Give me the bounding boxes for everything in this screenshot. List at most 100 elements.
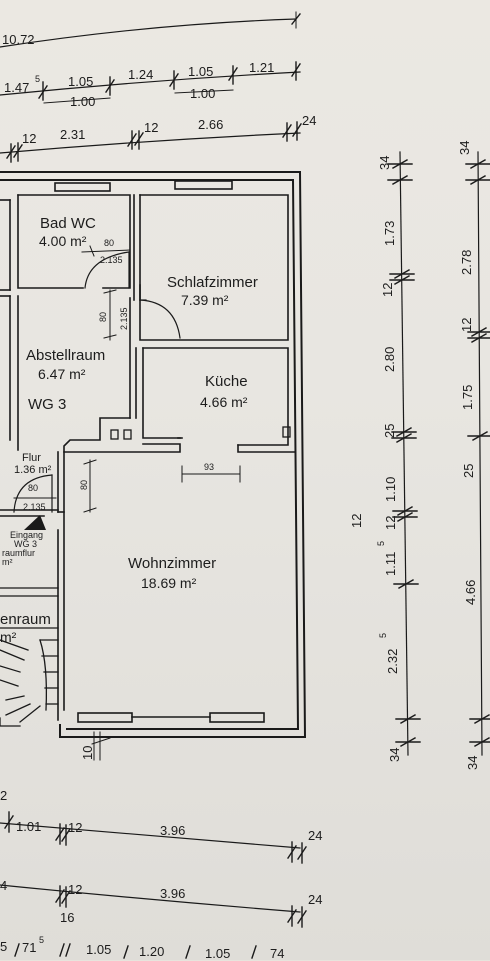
top-dim-3-b: 2.31 bbox=[60, 127, 86, 142]
staircase bbox=[0, 587, 59, 727]
top-dim-3-a: 12 bbox=[22, 131, 37, 146]
kitchen-opening-width: 93 bbox=[204, 462, 215, 472]
top-dim-2-e: 1.21 bbox=[249, 60, 275, 75]
bottom-dim-b-1: 1.01 bbox=[16, 819, 42, 834]
right-dim-1-a: 34 bbox=[377, 155, 392, 170]
door-swing-bad bbox=[84, 251, 130, 289]
room-area-kueche: 4.66 m² bbox=[200, 394, 248, 410]
top-dim-2-sup: 5 bbox=[35, 74, 41, 84]
top-dim-2-b: 1.05 bbox=[68, 74, 94, 89]
right-dim-2-f: 4.66 bbox=[463, 579, 478, 605]
top-dim-2-below-b: 1.00 bbox=[190, 86, 216, 101]
right-dim-2-c: 12 bbox=[459, 317, 474, 332]
entrance-line-1: Eingang bbox=[10, 530, 44, 540]
room-name-abstellraum: Abstellraum bbox=[26, 347, 106, 364]
room-name-kueche: Küche bbox=[205, 373, 248, 390]
dim-line-bottom-1 bbox=[0, 822, 301, 849]
room-name-schlafzimmer: Schlafzimmer bbox=[167, 274, 258, 291]
door-schlaf-height: 2.135 bbox=[119, 307, 129, 330]
top-dim-2-c: 1.24 bbox=[128, 67, 154, 82]
inner-walls bbox=[0, 194, 295, 721]
top-dim-3-c: 12 bbox=[144, 120, 159, 135]
bottom-dim-b-3: 3.96 bbox=[160, 823, 186, 838]
right-dim-2-b: 2.78 bbox=[459, 249, 474, 275]
dim-ticks-bottom-1 bbox=[4, 811, 307, 864]
right-dim-1-i: 2.32 bbox=[385, 648, 400, 674]
right-dim-2-g: 34 bbox=[465, 755, 480, 770]
top-dim-3-d: 2.66 bbox=[198, 117, 224, 132]
entrance-line-4: m² bbox=[2, 557, 13, 567]
wall-dim-left bbox=[91, 731, 111, 761]
dim-line-bottom-2 bbox=[0, 884, 301, 913]
room-name-wohnzimmer: Wohnzimmer bbox=[128, 555, 217, 572]
outer-walls bbox=[0, 171, 307, 738]
entrance-arrow-icon bbox=[24, 515, 46, 530]
room-area-schlafzimmer: 7.39 m² bbox=[181, 292, 229, 308]
top-dim-3-e: 24 bbox=[302, 113, 317, 128]
window-bottom bbox=[77, 712, 265, 723]
bottom-dim-d-2: 71 bbox=[22, 940, 37, 955]
bottom-dim-c-1: 4 bbox=[0, 878, 8, 893]
bottom-dim-c-below: 16 bbox=[60, 910, 75, 925]
right-dim-1-sup-b: 5 bbox=[378, 632, 388, 638]
doors bbox=[13, 251, 181, 513]
door-bad-width: 80 bbox=[104, 238, 115, 248]
bottom-dim-d-sup: 5 bbox=[39, 935, 45, 945]
entrance-label: Eingang WG 3 raumflur m² bbox=[2, 530, 44, 567]
right-dim-1-b: 1.73 bbox=[382, 220, 397, 246]
door-flur-height: 2.135 bbox=[23, 502, 46, 512]
bottom-dim-c-4: 24 bbox=[308, 892, 323, 907]
right-dim-1-g: 12 bbox=[383, 515, 398, 530]
wohn-door-width: 80 bbox=[79, 479, 89, 490]
bottom-dim-b-2: 12 bbox=[68, 820, 83, 835]
dim-line-top-1 bbox=[0, 18, 297, 48]
niche-boxes bbox=[110, 426, 291, 440]
bottom-dim-d-3: 1.05 bbox=[86, 942, 112, 957]
dim-line-top-2 bbox=[0, 71, 301, 96]
door-bad-height: 2.135 bbox=[100, 255, 123, 265]
right-dim-1-c: 12 bbox=[380, 282, 395, 297]
room-area-abstellraum: 6.47 m² bbox=[38, 366, 86, 382]
dim-ticks-right-2 bbox=[465, 159, 490, 747]
dim-ticks-top-3 bbox=[6, 121, 302, 163]
door-flur-width: 80 bbox=[28, 483, 39, 493]
dim-ticks-right-1 bbox=[387, 159, 421, 747]
room-area-flur: 1.36 m² bbox=[14, 464, 52, 476]
room-name-treppenraum: enraum bbox=[0, 611, 51, 628]
bottom-dim-c-2: 12 bbox=[68, 882, 83, 897]
unit-label: WG 3 bbox=[28, 396, 67, 413]
bottom-dim-d-1: 5 bbox=[0, 939, 8, 954]
room-name-flur: Flur bbox=[22, 452, 41, 464]
bottom-dim-d-6: 74 bbox=[270, 946, 285, 961]
wall-dim-left-label: 10 bbox=[80, 745, 95, 760]
right-center-label: 12 bbox=[349, 513, 364, 528]
top-dim-2-a: 1.47 bbox=[4, 80, 30, 95]
door-swing-flur bbox=[13, 474, 53, 513]
right-dim-2-e: 25 bbox=[461, 463, 476, 478]
right-dim-1-h: 1.11 bbox=[383, 551, 398, 576]
room-name-bad: Bad WC bbox=[40, 215, 96, 232]
dim-line-right-2 bbox=[477, 151, 483, 756]
dim-ticks-bottom-3 bbox=[14, 943, 257, 959]
right-dim-1-e: 25 bbox=[382, 423, 397, 438]
dim-line-right-1 bbox=[399, 151, 409, 756]
door-dims bbox=[13, 245, 241, 513]
door-schlaf-width: 80 bbox=[98, 311, 108, 322]
bottom-dim-a: 2 bbox=[0, 788, 8, 803]
top-dim-2-below-a: 1.00 bbox=[70, 94, 96, 109]
dim-ticks-top-2 bbox=[38, 61, 301, 101]
room-area-bad: 4.00 m² bbox=[39, 233, 87, 249]
entrance-line-2: WG 3 bbox=[14, 539, 38, 549]
right-dim-2-d: 1.75 bbox=[460, 384, 475, 410]
bottom-dim-d-5: 1.05 bbox=[205, 946, 231, 961]
top-dim-2-d: 1.05 bbox=[188, 64, 214, 79]
right-dim-1-d: 2.80 bbox=[382, 346, 397, 372]
bottom-dim-d-4: 1.20 bbox=[139, 944, 165, 959]
bottom-dim-c-3: 3.96 bbox=[160, 886, 186, 901]
room-area-wohnzimmer: 18.69 m² bbox=[141, 575, 197, 591]
dim-ticks-bottom-2 bbox=[55, 885, 307, 928]
room-area-treppenraum: m² bbox=[0, 629, 17, 645]
door-swing-schlaf bbox=[139, 299, 181, 339]
